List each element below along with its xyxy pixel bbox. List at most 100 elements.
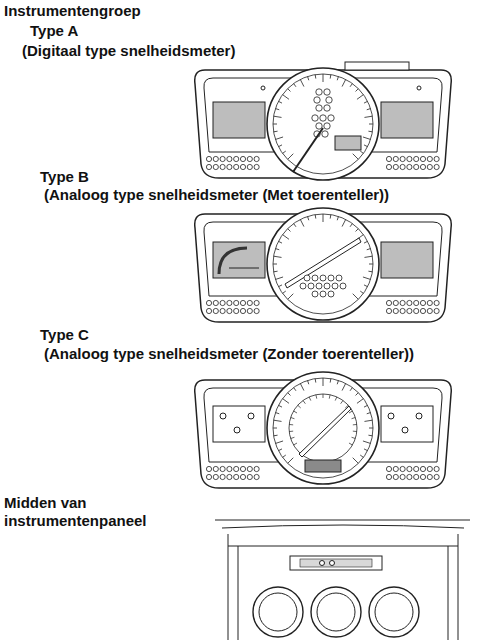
scale-tick	[294, 443, 297, 445]
climate-knob-inner	[259, 593, 297, 631]
indicator-light	[227, 308, 232, 313]
speedometer-ring	[267, 208, 379, 320]
scale-tick	[275, 277, 283, 279]
indicator-light	[414, 308, 419, 313]
scale-tick	[294, 411, 297, 413]
indicator-light	[206, 474, 211, 479]
scale-tick	[273, 264, 277, 265]
digital-digit	[320, 115, 326, 121]
info-display	[305, 460, 341, 472]
scale-tick	[308, 76, 309, 80]
scale-tick	[298, 405, 301, 408]
indicator-light	[386, 474, 391, 479]
indicator-light	[414, 466, 419, 471]
indicator-light	[213, 156, 218, 161]
indicator-light	[254, 164, 259, 169]
indicator-light	[227, 474, 232, 479]
indicator-light	[234, 474, 239, 479]
indicator-light	[420, 300, 425, 305]
scale-tick	[353, 458, 359, 464]
scale-tick	[360, 455, 363, 457]
scale-tick	[350, 224, 352, 227]
indicator-light	[407, 164, 412, 169]
side-display	[213, 242, 265, 278]
scale-tick	[275, 441, 283, 443]
indicator-light	[220, 474, 225, 479]
indicator-light	[434, 300, 439, 305]
indicator-light	[427, 466, 432, 471]
scale-tick	[288, 89, 291, 92]
scale-tick	[364, 101, 368, 103]
indicator-light	[386, 164, 391, 169]
indicator-light	[407, 300, 412, 305]
caption-text: (Digitaal type snelheidsmeter)	[22, 42, 342, 60]
scale-tick	[369, 428, 373, 429]
scale-tick	[352, 437, 356, 438]
hazard-switch	[290, 556, 382, 570]
scale-tick	[349, 411, 352, 413]
indicator-light	[206, 466, 211, 471]
indicator-light	[234, 427, 240, 433]
type-label: Type C	[40, 326, 240, 344]
indicator-light	[407, 466, 412, 471]
gauge-symbol	[328, 275, 334, 281]
indicator-light	[420, 466, 425, 471]
gauge-symbol	[312, 291, 318, 297]
indicator-light	[407, 308, 412, 313]
inner-dial	[289, 394, 357, 462]
scale-tick	[323, 74, 324, 82]
indicator-light	[206, 308, 211, 313]
indicator-light	[247, 466, 252, 471]
side-display	[213, 406, 265, 442]
indicator-light	[420, 474, 425, 479]
gauge-symbol	[324, 283, 330, 289]
indicator-light	[234, 308, 239, 313]
indicator-light	[254, 474, 259, 479]
scale-tick	[288, 294, 294, 300]
scale-tick	[342, 79, 346, 86]
indicator-light	[234, 164, 239, 169]
indicator-light	[386, 308, 391, 313]
scale-tick	[353, 431, 357, 432]
scale-tick	[353, 294, 359, 300]
indicator-light	[400, 164, 405, 169]
indicator-light	[434, 308, 439, 313]
scale-tick	[283, 399, 289, 404]
scale-tick	[337, 216, 338, 220]
indicator-light	[427, 308, 432, 313]
caption-text: (Analoog type snelheidsmeter (Met toeren…	[44, 186, 480, 204]
gauge-symbol	[320, 275, 326, 281]
indicator-light	[393, 156, 398, 161]
scale-tick	[356, 229, 359, 232]
side-display	[381, 242, 433, 278]
speedometer-ring	[267, 68, 379, 180]
indicator-light	[414, 156, 419, 161]
indicator-light	[220, 164, 225, 169]
digital-digit	[316, 123, 322, 129]
indicator-light	[206, 164, 211, 169]
dashboard-centre	[215, 520, 470, 640]
gauge-symbol	[320, 291, 326, 297]
scale-tick	[367, 249, 371, 250]
needle	[299, 406, 351, 457]
scale-tick	[323, 394, 324, 398]
scale-tick	[368, 435, 372, 437]
switch-inner	[300, 559, 372, 567]
scale-tick	[274, 271, 278, 273]
scale-tick	[278, 145, 282, 147]
indicator-light	[220, 466, 225, 471]
indicator-light	[416, 413, 422, 419]
scale-tick	[350, 84, 352, 87]
indicator-light	[393, 474, 398, 479]
scale-tick	[294, 84, 296, 87]
scale-tick	[275, 137, 283, 139]
side-display	[213, 102, 265, 138]
indicator-light	[393, 466, 398, 471]
scale-tick	[363, 137, 371, 139]
indicator-light	[254, 300, 259, 305]
scale-tick	[291, 417, 295, 418]
scale-tick	[278, 241, 282, 243]
scale-tick	[364, 405, 368, 407]
scale-tick	[273, 428, 277, 429]
